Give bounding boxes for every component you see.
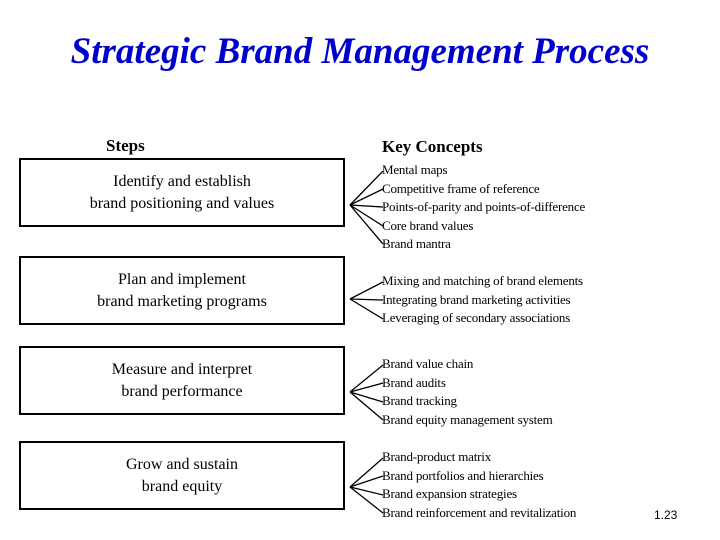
concept-item: Brand tracking xyxy=(382,393,457,408)
page-number: 1.23 xyxy=(654,508,678,522)
concept-item: Brand audits xyxy=(382,374,446,390)
connector-line xyxy=(349,188,384,206)
step-label-line: brand positioning and values xyxy=(89,194,275,212)
step-label-line: brand performance xyxy=(121,382,243,400)
step-box-performance: Measure and interpret brand performance xyxy=(19,346,345,415)
connector-line xyxy=(349,170,384,206)
concept-list-performance: Brand value chain Brand audits Brand tra… xyxy=(382,355,662,429)
step-label-line: Plan and implement xyxy=(118,270,246,288)
connector-line xyxy=(349,475,384,488)
connector-line xyxy=(349,382,384,393)
concept-list-brand-equity: Brand-product matrix Brand portfolios an… xyxy=(382,448,662,522)
concept-item: Brand expansion strategies xyxy=(382,486,517,501)
step-box-brand-equity: Grow and sustain brand equity xyxy=(19,441,345,510)
concept-item: Brand-product matrix xyxy=(382,449,491,464)
step-box-marketing-programs: Plan and implement brand marketing progr… xyxy=(19,256,345,325)
concept-item: Mixing and matching of brand elements xyxy=(382,273,583,288)
concept-item: Mental maps xyxy=(382,162,448,177)
concept-list-marketing-programs: Mixing and matching of brand elements In… xyxy=(382,272,662,328)
step-label-line: brand marketing programs xyxy=(97,292,267,310)
slide-title: Strategic Brand Management Process xyxy=(70,31,650,72)
steps-column-header: Steps xyxy=(106,136,145,155)
concept-list-positioning: Mental maps Competitive frame of referen… xyxy=(382,161,662,254)
step-label-line: brand equity xyxy=(141,477,223,495)
concept-item: Integrating brand marketing activities xyxy=(382,291,571,307)
connector-line xyxy=(349,204,384,208)
connector-line xyxy=(349,204,384,245)
concept-item: Competitive frame of reference xyxy=(382,180,540,196)
concept-item: Brand portfolios and hierarchies xyxy=(382,467,544,483)
connector-line xyxy=(349,364,384,393)
connector-line xyxy=(349,204,384,227)
connector-line xyxy=(349,391,384,421)
step-label-line: Identify and establish xyxy=(113,172,251,190)
concept-item: Brand reinforcement and revitalization xyxy=(382,504,577,520)
connector-line xyxy=(349,298,384,301)
connector-line xyxy=(349,486,384,514)
step-label-line: Measure and interpret xyxy=(111,360,253,378)
connector-line xyxy=(349,391,384,403)
step-label-line: Grow and sustain xyxy=(126,455,238,473)
connector-line xyxy=(349,281,384,300)
concept-item: Leveraging of secondary associations xyxy=(382,310,571,325)
concept-item: Core brand values xyxy=(382,217,474,233)
concept-item: Brand equity management system xyxy=(382,411,553,427)
key-concepts-column-header: Key Concepts xyxy=(382,137,483,156)
connector-line xyxy=(349,486,384,496)
concept-item: Brand mantra xyxy=(382,236,451,251)
concept-item: Brand value chain xyxy=(382,356,474,371)
step-box-positioning: Identify and establish brand positioning… xyxy=(19,158,345,227)
connector-line xyxy=(349,298,384,320)
connector-line xyxy=(349,457,384,488)
concept-item: Points-of-parity and points-of-differenc… xyxy=(382,199,586,214)
